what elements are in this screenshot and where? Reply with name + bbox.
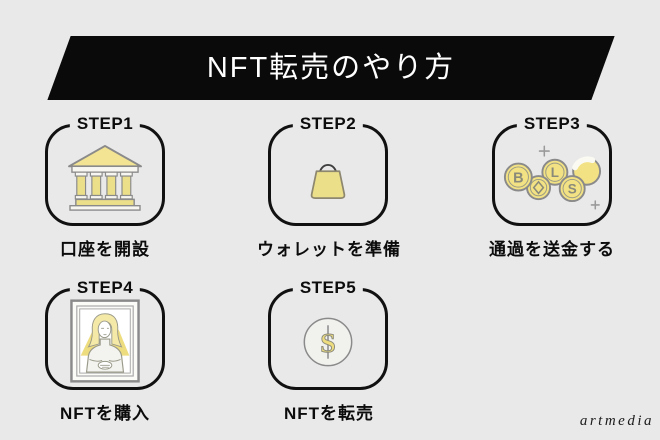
step-card-3: STEP3 L B S	[492, 114, 612, 226]
wallet-bag-icon	[304, 153, 352, 203]
step-card-4: STEP4	[45, 278, 165, 390]
step-4-caption: NFTを購入	[59, 404, 151, 423]
step-3-label: STEP3	[516, 114, 588, 134]
nft-art-icon	[70, 299, 140, 383]
step-4-label: STEP4	[69, 278, 141, 298]
step-5-label: STEP5	[292, 278, 364, 298]
ethereum-glyph	[532, 180, 545, 195]
s-coin-glyph: S	[568, 181, 577, 196]
crypto-coins-icon: L B S	[502, 142, 602, 214]
step-card-2: STEP2	[268, 114, 388, 226]
step-2-label: STEP2	[292, 114, 364, 134]
step-card-5: STEP5 S	[268, 278, 388, 390]
bitcoin-glyph: B	[513, 170, 523, 186]
step-card-1: STEP1	[45, 114, 165, 226]
litecoin-glyph: L	[551, 165, 559, 180]
step-1-caption: 口座を開設	[60, 240, 150, 259]
title-banner: NFT転売のやり方	[47, 36, 615, 100]
step-5-caption: NFTを転売	[283, 404, 375, 423]
dollar-glyph: S	[320, 328, 336, 359]
dollar-coin-icon: S	[302, 316, 354, 368]
watermark: artmedia	[579, 413, 654, 429]
step-2-caption: ウォレットを準備	[257, 240, 401, 259]
page-title: NFT転売のやり方	[206, 52, 456, 84]
sparkle-icon	[538, 145, 600, 210]
step-3-caption: 通過を送金する	[489, 240, 615, 259]
bank-icon	[64, 143, 146, 213]
step-1-label: STEP1	[69, 114, 141, 134]
